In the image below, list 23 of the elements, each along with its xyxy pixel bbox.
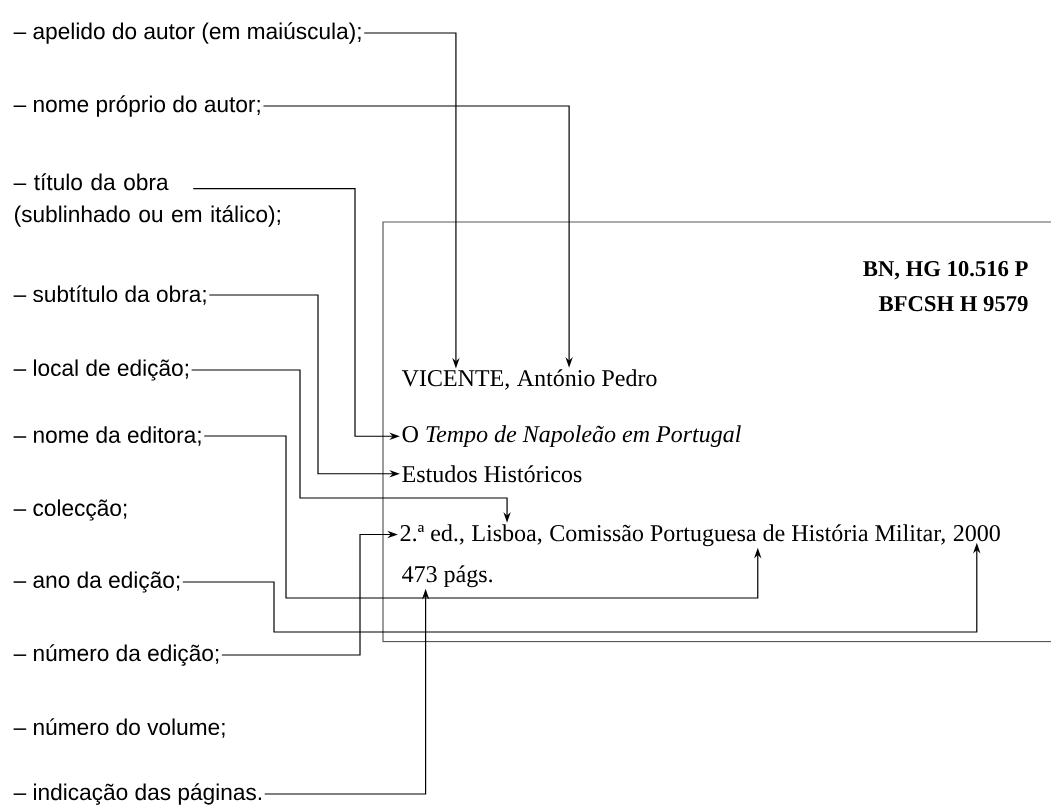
reference-text: Comissão Portuguesa de História Militar, [550,524,945,547]
reference-text: António Pedro [517,369,657,387]
reference-text: 2000 [953,525,1000,542]
reference-text: 2.ª ed., [400,524,464,545]
item-label: – número da edição; [13,644,219,666]
reference-text: Lisboa, [472,524,542,545]
item-label: – colecção; [13,499,127,521]
reference-text: Estudos Históricos [402,465,582,483]
call-number: BFCSH H 9579 [878,296,1028,312]
item-label: – título da obra (sublinhado ou em itálico); [13,173,280,227]
item-label: – indicação das páginas. [13,783,261,805]
item-label: – nome da editora; [13,426,201,446]
item-label: – ano da edição; [13,571,180,593]
item-label: – local de edição; [13,359,188,381]
card-frame [382,221,1051,643]
reference-text: VICENTE, [401,370,509,390]
reference-text: O Tempo de Napoleão em Portugal [402,425,741,448]
call-number: BN, HG 10.516 P [863,260,1028,280]
item-label: – nome próprio do autor; [13,95,260,117]
item-label: – número do volume; [13,718,225,738]
item-label: – apelido do autor (em maiúscula); [13,22,361,44]
item-label: – subtítulo da obra; [13,285,206,305]
reference-text: 473 págs. [402,565,492,588]
